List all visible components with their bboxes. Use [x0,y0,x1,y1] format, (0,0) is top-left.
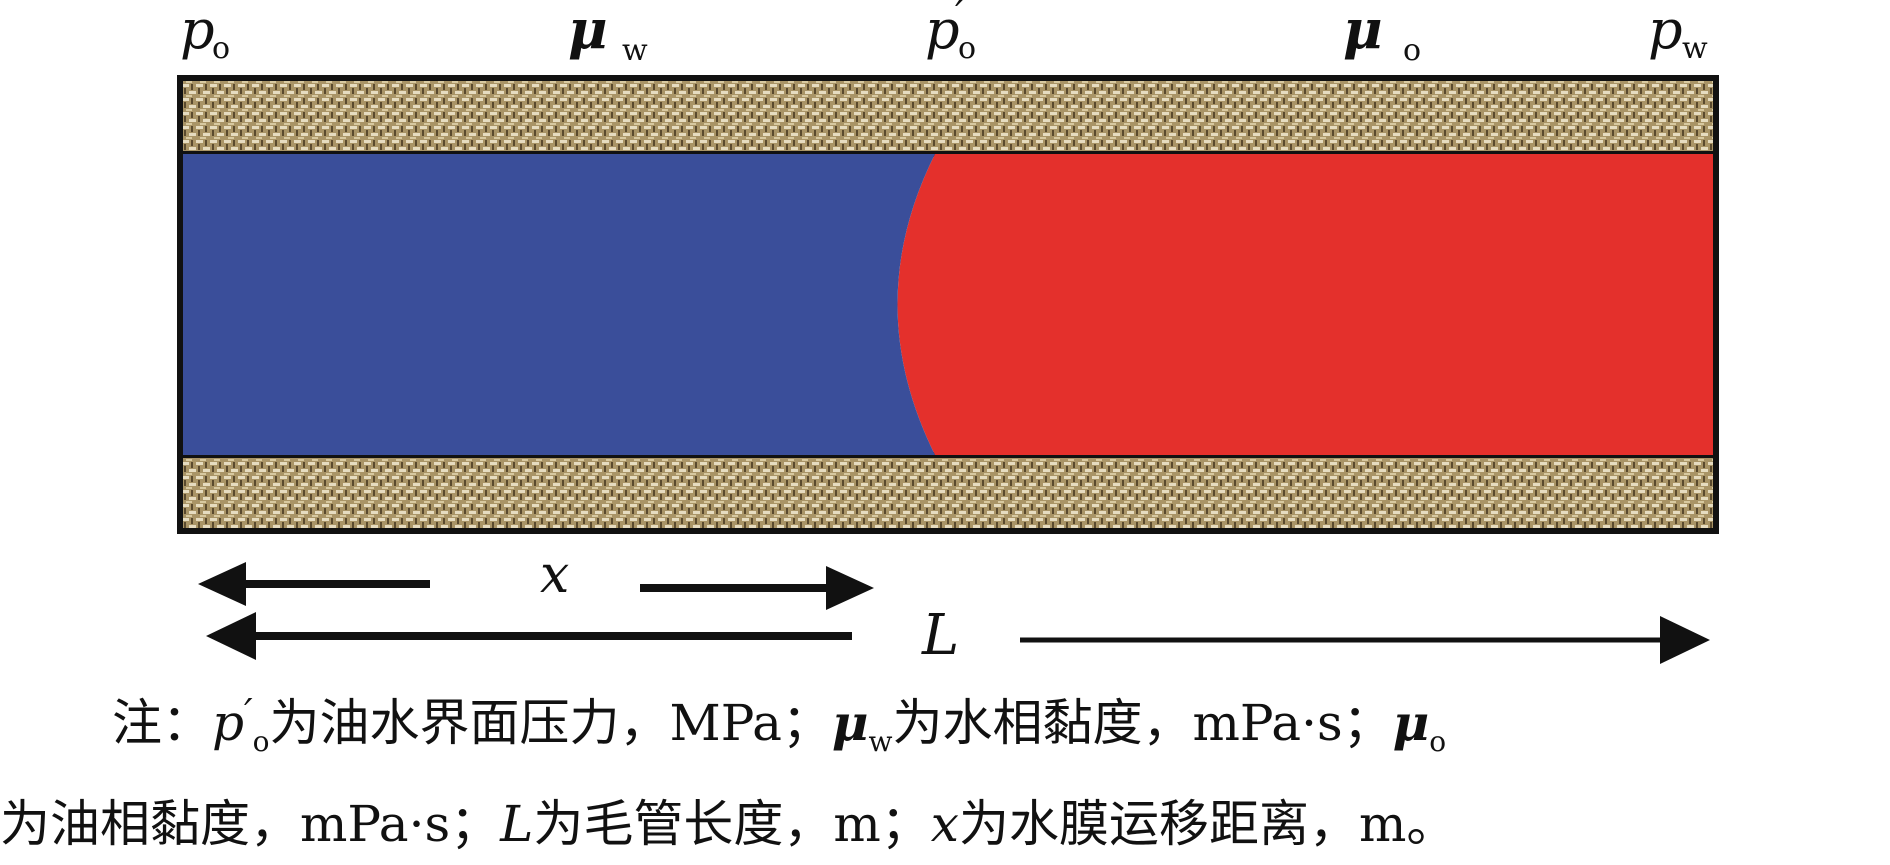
note-line-2: 为油相黏度，mPa·s；L为毛管长度，m；x为水膜运移距离，m。 [0,795,1457,853]
svg-text:o: o [1403,33,1421,68]
label-mu-o: μ o [1343,0,1421,68]
svg-text:p: p [1648,0,1683,61]
oil-phase [897,154,1716,455]
x-dimension-arrow: x [198,545,874,610]
svg-text:o: o [958,31,976,66]
svg-text:p: p [180,0,215,61]
capillary-wall-top [177,75,1719,157]
svg-text:′: ′ [955,0,965,41]
label-L: L [921,603,959,668]
capillary-diagram: p o μ w p ′ o μ o p w x L [177,0,1719,668]
label-p-o-left: p o [180,0,230,66]
note-line-1: 注：p′o为油水界面压力，MPa；μw为水相黏度，mPa·s；μo [112,691,1447,758]
svg-text:μ: μ [1343,0,1383,61]
label-p-o-prime: p ′ o [925,0,976,66]
label-p-w-right: p w [1648,0,1708,66]
water-phase [180,154,935,455]
L-dimension-arrow: L [206,603,1710,668]
svg-text:w: w [1682,31,1708,66]
label-mu-w: μ w [568,0,648,68]
svg-text:o: o [212,31,230,66]
svg-text:w: w [622,33,648,68]
label-x: x [540,545,569,605]
figure-note: 注：p′o为油水界面压力，MPa；μw为水相黏度，mPa·s；μo 为油相黏度，… [0,672,1890,865]
svg-text:μ: μ [568,0,608,61]
capillary-wall-bottom [177,452,1719,534]
svg-text:p: p [925,0,960,61]
